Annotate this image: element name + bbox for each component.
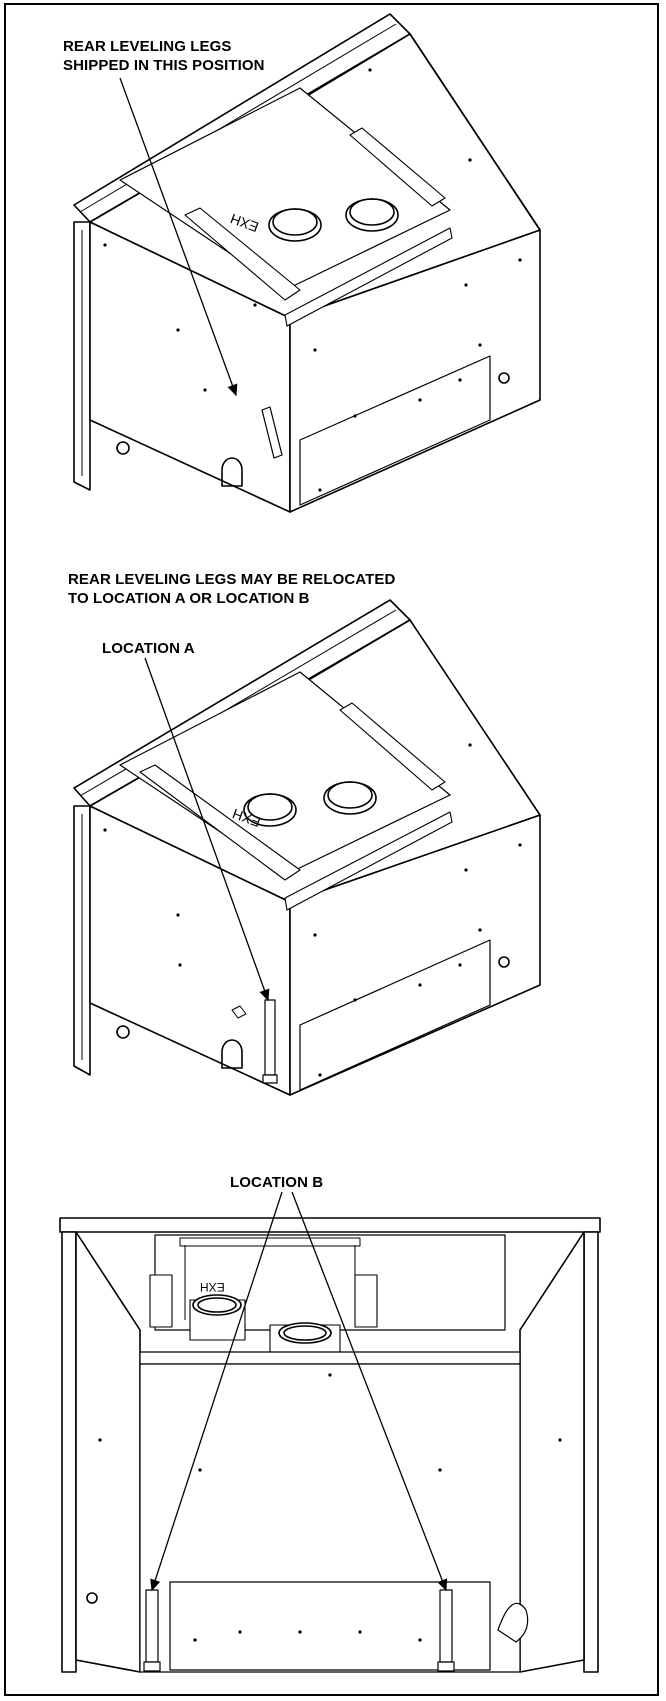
panel2-label-line2: TO LOCATION A OR LOCATION B [68,590,310,607]
panel3-exh-marking: EXH [200,1280,225,1294]
unit-isometric-view-shipped [73,13,541,513]
location-b-label: LOCATION B [230,1174,324,1191]
panel2-label-line1: REAR LEVELING LEGS MAY BE RELOCATED [68,571,396,588]
panel1-label-line1: REAR LEVELING LEGS [63,38,232,55]
arrow-location-a [144,657,270,1002]
figure-border [4,3,659,1696]
location-a-label: LOCATION A [102,640,195,657]
unit-isometric-view-location-a [73,599,541,1096]
panel1-label-line2: SHIPPED IN THIS POSITION [63,57,265,74]
arrow-location-b-right [291,1191,448,1592]
arrow-shipped-position [119,77,238,397]
arrow-location-b-left [150,1191,283,1592]
unit-rear-view-location-b [59,1217,601,1673]
